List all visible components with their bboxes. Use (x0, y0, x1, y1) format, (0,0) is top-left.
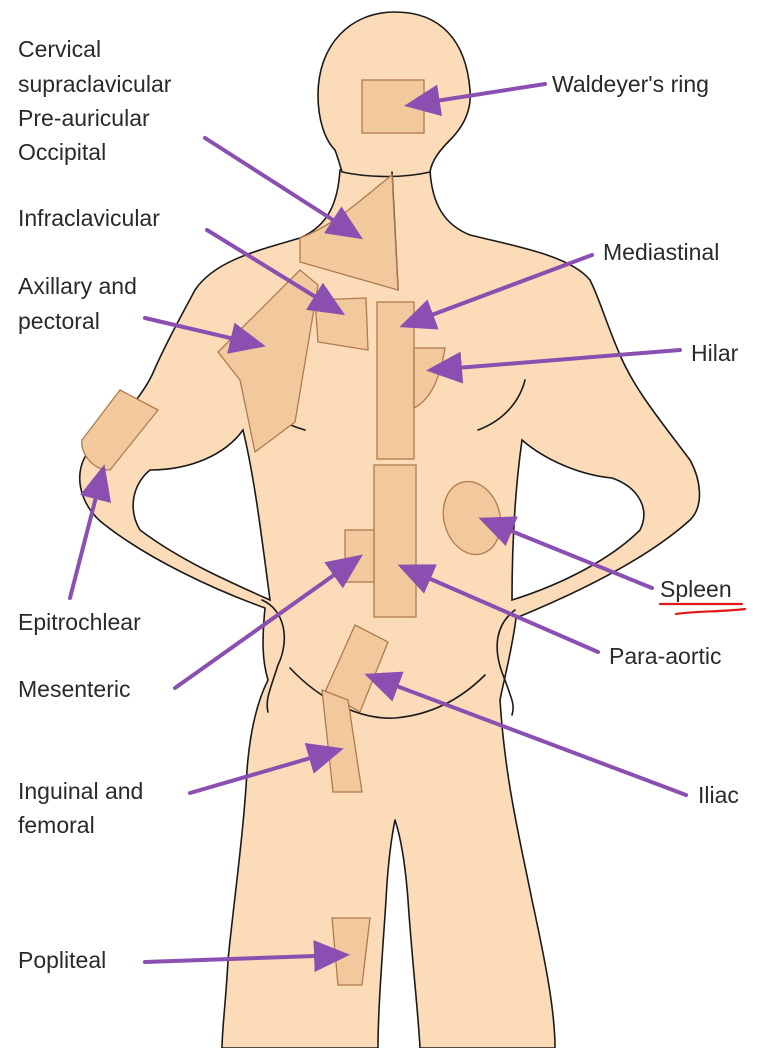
label-axillary-1: Axillary and (18, 273, 137, 299)
label-popliteal: Popliteal (18, 947, 106, 973)
label-cervical-1: Cervical (18, 36, 101, 62)
label-hilar: Hilar (691, 340, 739, 366)
label-infraclavicular: Infraclavicular (18, 205, 160, 231)
label-mediastinal: Mediastinal (603, 239, 719, 265)
region-waldeyer (362, 80, 424, 133)
label-epitrochlear: Epitrochlear (18, 609, 141, 635)
label-axillary-2: pectoral (18, 308, 100, 334)
label-spleen: Spleen (660, 576, 732, 602)
label-inguinal-1: Inguinal and (18, 778, 143, 804)
label-cervical-2: supraclavicular (18, 71, 172, 97)
arrow-cervical (205, 138, 358, 236)
region-mesenteric (345, 530, 374, 582)
label-para-aortic: Para-aortic (609, 643, 721, 669)
label-mesenteric: Mesenteric (18, 676, 130, 702)
label-waldeyer: Waldeyer's ring (552, 71, 709, 97)
label-iliac: Iliac (698, 782, 739, 808)
label-inguinal-2: femoral (18, 812, 95, 838)
spleen-underline-2 (676, 609, 745, 614)
label-cervical-3: Pre-auricular (18, 105, 150, 131)
label-cervical-4: Occipital (18, 139, 106, 165)
region-para-aortic (374, 465, 416, 617)
region-infraclavicular (315, 298, 368, 350)
